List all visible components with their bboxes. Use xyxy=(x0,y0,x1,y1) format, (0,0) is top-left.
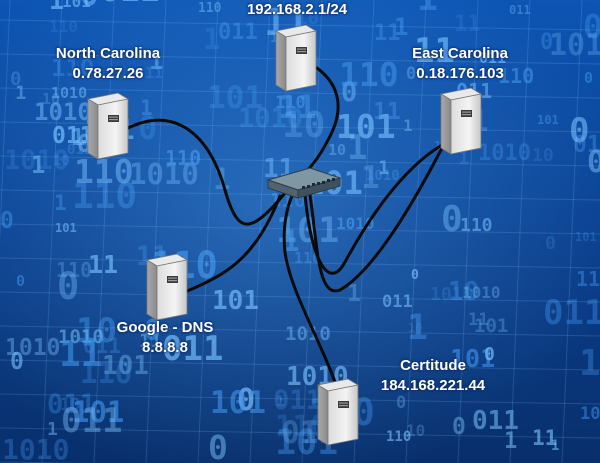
node-ip: 0.78.27.26 xyxy=(56,64,160,84)
node-label-top: 192.168.2.1/24 xyxy=(247,0,347,20)
server-icon[interactable] xyxy=(88,93,128,159)
node-title: East Carolina xyxy=(412,44,508,64)
node-label-certitude: Certitude 184.168.221.44 xyxy=(381,356,485,396)
node-title: Certitude xyxy=(381,356,485,376)
node-ip: 8.8.8.8 xyxy=(117,338,214,358)
server-icon[interactable] xyxy=(147,254,187,320)
server-icon[interactable] xyxy=(441,88,481,154)
node-label-east-carolina: East Carolina 0.18.176.103 xyxy=(412,44,508,84)
node-ip: 184.168.221.44 xyxy=(381,376,485,396)
server-icon[interactable] xyxy=(276,25,316,91)
node-label-north-carolina: North Carolina 0.78.27.26 xyxy=(56,44,160,84)
node-label-google-dns: Google - DNS 8.8.8.8 xyxy=(117,318,214,358)
server-icon[interactable] xyxy=(318,379,358,445)
node-title: 192.168.2.1/24 xyxy=(247,0,347,20)
node-ip: 0.18.176.103 xyxy=(412,64,508,84)
node-title: Google - DNS xyxy=(117,318,214,338)
node-title: North Carolina xyxy=(56,44,160,64)
